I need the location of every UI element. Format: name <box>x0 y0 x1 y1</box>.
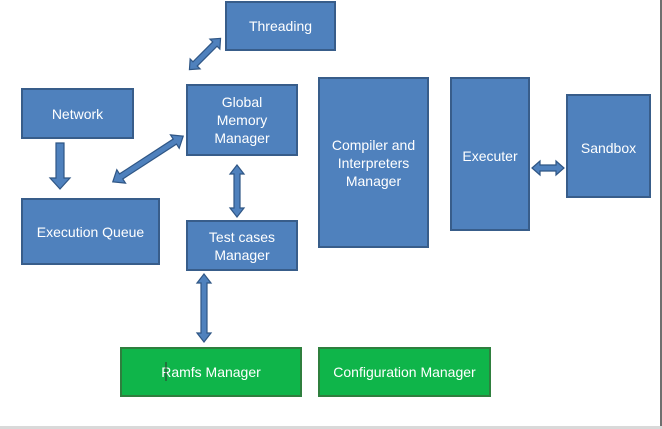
compiler-interpreters-manager-box: Compiler and Interpreters Manager <box>318 77 429 248</box>
memory-testcases-arrow <box>228 164 246 218</box>
test-cases-manager-label: Test cases Manager <box>208 228 276 263</box>
test-cases-manager-box: Test cases Manager <box>186 220 298 271</box>
memory-queue-arrow <box>111 134 185 184</box>
ramfs-manager-label: Ramfs Manager <box>161 364 261 380</box>
executer-label: Executer <box>462 148 518 164</box>
global-memory-manager-box: Global Memory Manager <box>186 84 298 156</box>
executer-sandbox-arrow <box>531 159 565 177</box>
right-edge <box>660 0 662 429</box>
executer-box: Executer <box>450 77 530 231</box>
execution-queue-box: Execution Queue <box>21 198 160 265</box>
threading-box: Threading <box>225 1 336 51</box>
network-queue-arrow <box>48 142 72 190</box>
network-box: Network <box>21 88 134 139</box>
bottom-edge <box>0 426 662 429</box>
sandbox-label: Sandbox <box>580 140 637 156</box>
global-memory-manager-label: Global Memory Manager <box>214 94 270 146</box>
testcases-ramfs-arrow <box>195 273 213 343</box>
threading-label: Threading <box>248 18 313 34</box>
configuration-manager-box: Configuration Manager <box>318 347 491 397</box>
configuration-manager-label: Configuration Manager <box>333 364 476 380</box>
network-label: Network <box>51 105 104 122</box>
threading-memory-arrow <box>188 37 222 71</box>
sandbox-box: Sandbox <box>566 94 651 198</box>
compiler-interpreters-manager-label: Compiler and Interpreters Manager <box>331 136 416 189</box>
execution-queue-label: Execution Queue <box>36 223 145 240</box>
ramfs-manager-box: Ramfs Manager <box>120 347 302 397</box>
